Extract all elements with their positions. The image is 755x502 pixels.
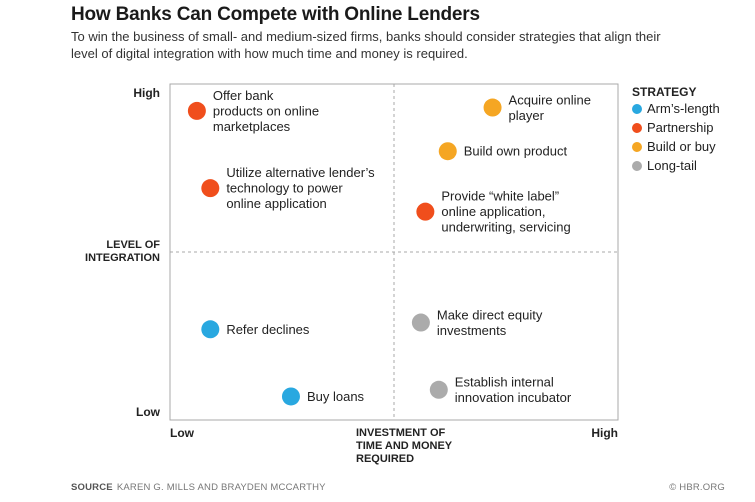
x-tick-low: Low — [170, 426, 195, 440]
legend-entry: Build or buy — [647, 139, 716, 154]
credit: © HBR.ORG — [669, 482, 725, 493]
data-label-line: innovation incubator — [455, 390, 572, 405]
y-tick-low: Low — [136, 405, 161, 419]
data-label-line: Offer bank — [213, 88, 274, 103]
x-axis-label-line: REQUIRED — [356, 453, 414, 465]
data-label-line: products on online — [213, 103, 319, 118]
y-axis-label-line: INTEGRATION — [85, 252, 160, 264]
data-label-line: online application, — [441, 204, 545, 219]
data-label-line: online application — [226, 196, 326, 211]
data-label-line: player — [509, 108, 545, 123]
data-label-line: Utilize alternative lender’s — [226, 165, 375, 180]
x-axis-label-line: TIME AND MONEY — [356, 440, 453, 452]
legend-swatch — [632, 123, 642, 133]
legend-swatch — [632, 142, 642, 152]
data-label-line: underwriting, servicing — [441, 220, 570, 235]
data-label-line: Build own product — [464, 144, 568, 159]
y-tick-high: High — [133, 86, 160, 100]
data-label-line: technology to power — [226, 181, 343, 196]
x-axis-label-line: INVESTMENT OF — [356, 427, 446, 439]
data-point-long-tail — [411, 313, 430, 332]
data-point-partnership — [416, 202, 435, 221]
data-label-line: investments — [437, 323, 507, 338]
legend-entry: Long-tail — [647, 158, 697, 173]
data-label-line: Establish internal — [455, 375, 554, 390]
legend-entry: Arm’s-length — [647, 101, 720, 116]
source-text: KAREN G. MILLS AND BRAYDEN MCCARTHY — [116, 482, 326, 493]
legend-swatch — [632, 104, 642, 114]
legend-title: STRATEGY — [632, 85, 696, 99]
chart-title: How Banks Can Compete with Online Lender… — [71, 4, 480, 25]
data-point-partnership — [201, 179, 220, 198]
data-point-partnership — [187, 101, 206, 120]
data-point-arms-length — [281, 387, 300, 406]
data-point-build-or-buy — [438, 142, 457, 161]
data-label-line: Make direct equity — [437, 307, 543, 322]
data-label-line: Buy loans — [307, 389, 365, 404]
x-tick-high: High — [591, 426, 618, 440]
legend-swatch — [632, 161, 642, 171]
data-label-line: Acquire online — [509, 92, 591, 107]
source-label: SOURCE — [71, 482, 113, 493]
data-point-arms-length — [201, 320, 220, 339]
y-axis-label-line: LEVEL OF — [106, 239, 160, 251]
data-label-line: marketplaces — [213, 119, 291, 134]
data-point-build-or-buy — [483, 98, 502, 117]
data-point-long-tail — [429, 380, 448, 399]
chart-subtitle: To win the business of small- and medium… — [71, 29, 661, 61]
data-label-line: Refer declines — [226, 322, 310, 337]
data-label-line: Provide “white label” — [441, 189, 559, 204]
legend-entry: Partnership — [647, 120, 713, 135]
